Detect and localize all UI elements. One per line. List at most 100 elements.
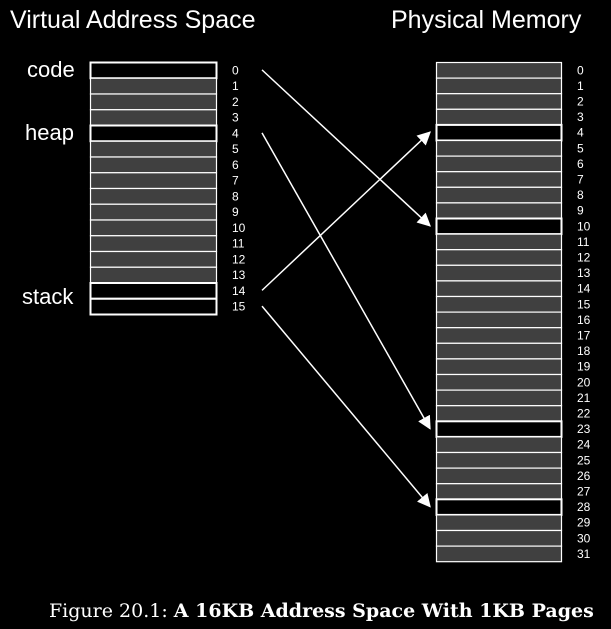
virtual-page-number-6: 6 bbox=[232, 158, 239, 172]
physical-frame-number-4: 4 bbox=[577, 126, 584, 140]
physical-frame-21 bbox=[435, 389, 563, 407]
physical-frame-2 bbox=[435, 93, 563, 110]
physical-frame-13 bbox=[435, 264, 563, 282]
physical-frame-27 bbox=[435, 483, 563, 500]
physical-frame-29 bbox=[435, 514, 563, 532]
physical-frame-10-used bbox=[435, 217, 563, 236]
physical-frame-4-used bbox=[435, 123, 563, 142]
physical-frame-number-30: 30 bbox=[577, 531, 591, 545]
caption-prefix: Figure 20.1: bbox=[49, 600, 168, 622]
physical-frame-number-11: 11 bbox=[577, 235, 590, 249]
physical-frame-number-25: 25 bbox=[577, 453, 591, 467]
physical-frame-20 bbox=[435, 373, 563, 391]
physical-frame-7 bbox=[435, 171, 563, 188]
heap-segment-label: heap bbox=[25, 120, 74, 145]
virtual-page-number-1: 1 bbox=[232, 79, 239, 93]
virtual-page-10 bbox=[89, 219, 218, 237]
physical-frame-number-12: 12 bbox=[577, 251, 591, 265]
virtual-page-5 bbox=[89, 140, 218, 158]
physical-frame-26 bbox=[435, 467, 563, 485]
stack-segment-label: stack bbox=[22, 284, 74, 309]
physical-frame-17 bbox=[435, 327, 563, 344]
physical-frame-31 bbox=[435, 545, 563, 563]
physical-frame-28-used bbox=[435, 498, 563, 516]
virtual-page-number-9: 9 bbox=[232, 205, 239, 219]
virtual-page-number-12: 12 bbox=[232, 252, 246, 266]
physical-frame-number-20: 20 bbox=[577, 375, 591, 389]
physical-frame-number-1: 1 bbox=[577, 79, 584, 93]
physical-frame-30 bbox=[435, 529, 563, 547]
physical-frame-number-24: 24 bbox=[577, 438, 591, 452]
physical-frame-23-used bbox=[435, 420, 563, 438]
virtual-page-13 bbox=[89, 266, 218, 284]
virtual-page-number-0: 0 bbox=[232, 63, 239, 77]
virtual-page-4-used bbox=[89, 124, 218, 143]
physical-frame-19 bbox=[435, 358, 563, 376]
virtual-address-space-title: Virtual Address Space bbox=[10, 6, 256, 34]
physical-frame-number-27: 27 bbox=[577, 485, 591, 499]
mapping-arrows bbox=[261, 69, 431, 508]
physical-frame-number-0: 0 bbox=[577, 63, 584, 77]
physical-frame-number-22: 22 bbox=[577, 407, 591, 421]
caption-title: A 16KB Address Space With 1KB Pages bbox=[173, 600, 594, 622]
figure-caption: Figure 20.1: A 16KB Address Space With 1… bbox=[49, 598, 594, 624]
physical-frame-number-9: 9 bbox=[577, 204, 584, 218]
physical-frame-number-3: 3 bbox=[577, 110, 584, 124]
virtual-page-14-used bbox=[89, 282, 218, 300]
virtual-page-8 bbox=[89, 187, 218, 205]
physical-frame-3 bbox=[435, 108, 563, 126]
physical-frame-table: 0123456789101112131415161718192021222324… bbox=[435, 61, 591, 563]
physical-frame-number-2: 2 bbox=[577, 95, 584, 109]
virtual-page-number-11: 11 bbox=[232, 237, 245, 251]
physical-frame-number-8: 8 bbox=[577, 188, 584, 202]
physical-frame-24 bbox=[435, 436, 563, 454]
virtual-page-number-3: 3 bbox=[232, 111, 239, 125]
physical-frame-number-7: 7 bbox=[577, 173, 584, 187]
physical-frame-16 bbox=[435, 311, 563, 329]
physical-frame-number-14: 14 bbox=[577, 282, 591, 296]
physical-frame-number-23: 23 bbox=[577, 422, 591, 436]
physical-frame-8 bbox=[435, 186, 563, 204]
physical-frame-22 bbox=[435, 405, 563, 422]
physical-frame-number-21: 21 bbox=[577, 391, 591, 405]
virtual-page-6 bbox=[89, 156, 218, 174]
physical-frame-number-6: 6 bbox=[577, 157, 584, 171]
virtual-page-15-used bbox=[89, 297, 218, 316]
mapping-arrow-vp0-pf10 bbox=[261, 69, 431, 227]
physical-frame-number-10: 10 bbox=[577, 219, 591, 233]
physical-frame-0 bbox=[435, 61, 563, 79]
virtual-page-9 bbox=[89, 203, 218, 221]
physical-frame-number-15: 15 bbox=[577, 297, 591, 311]
virtual-page-11 bbox=[89, 235, 218, 253]
physical-frame-12 bbox=[435, 249, 563, 266]
physical-frame-1 bbox=[435, 77, 563, 95]
physical-frame-5 bbox=[435, 139, 563, 157]
physical-frame-14 bbox=[435, 280, 563, 298]
physical-frame-18 bbox=[435, 342, 563, 360]
code-segment-label: code bbox=[27, 57, 75, 82]
virtual-page-3 bbox=[89, 109, 218, 127]
physical-frame-number-16: 16 bbox=[577, 313, 591, 327]
physical-frame-number-28: 28 bbox=[577, 500, 591, 514]
virtual-page-number-8: 8 bbox=[232, 189, 239, 203]
virtual-page-0-used bbox=[89, 61, 218, 80]
physical-frame-9 bbox=[435, 202, 563, 220]
physical-frame-number-13: 13 bbox=[577, 266, 591, 280]
physical-frame-6 bbox=[435, 155, 563, 173]
mapping-arrow-vp4-pf23 bbox=[261, 132, 431, 430]
virtual-page-number-7: 7 bbox=[232, 174, 239, 188]
physical-frame-number-5: 5 bbox=[577, 141, 584, 155]
mapping-arrow-vp15-pf28 bbox=[261, 305, 431, 508]
virtual-page-number-2: 2 bbox=[232, 95, 239, 109]
physical-frame-number-29: 29 bbox=[577, 516, 591, 530]
physical-frame-number-31: 31 bbox=[577, 547, 591, 561]
virtual-page-number-14: 14 bbox=[232, 284, 246, 298]
virtual-page-number-4: 4 bbox=[232, 126, 239, 140]
physical-frame-number-19: 19 bbox=[577, 360, 591, 374]
physical-frame-11 bbox=[435, 233, 563, 251]
virtual-page-12 bbox=[89, 250, 218, 268]
physical-frame-number-17: 17 bbox=[577, 329, 591, 343]
virtual-page-1 bbox=[89, 77, 218, 95]
